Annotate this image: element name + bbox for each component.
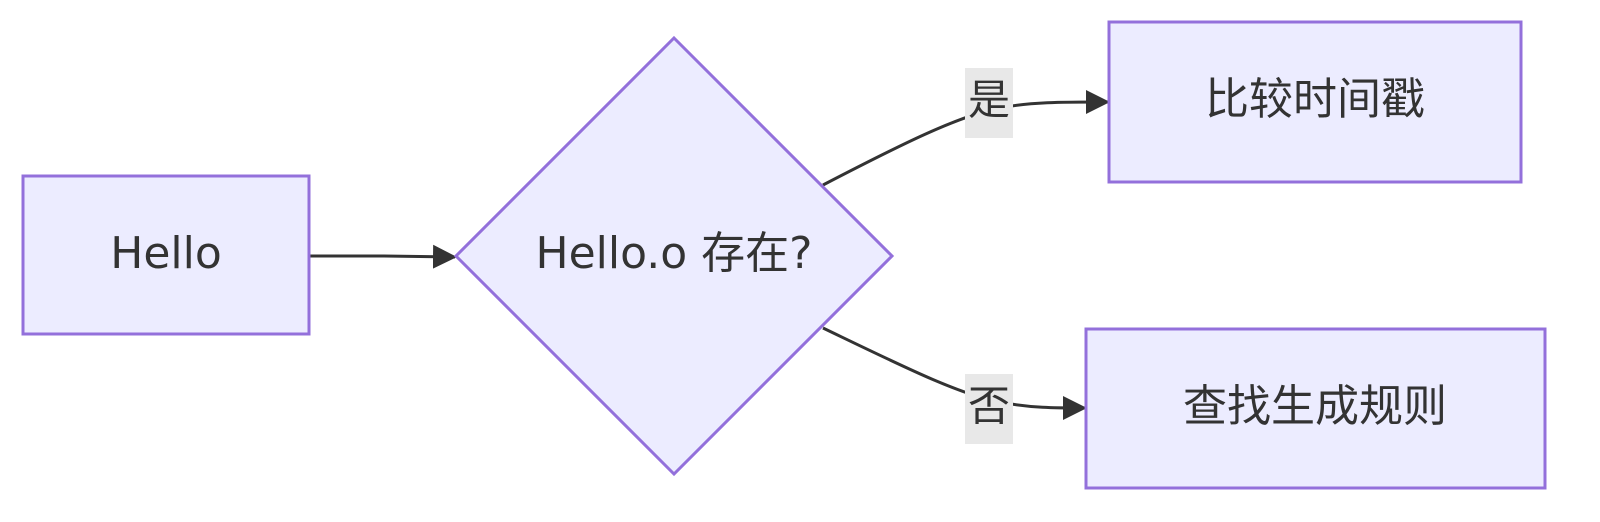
node-no-target-label: 查找生成规则 <box>1183 381 1447 432</box>
node-start[interactable]: Hello <box>21 174 311 336</box>
edge-start-to-decision <box>310 244 457 269</box>
node-start-label: Hello <box>110 228 222 279</box>
node-yes-target[interactable]: 比较时间戳 <box>1107 20 1523 184</box>
edge-decision-to-no <box>822 326 1087 420</box>
edge-label-no: 否 <box>965 374 1013 444</box>
edge-label-yes: 是 <box>965 68 1013 138</box>
node-no-target[interactable]: 查找生成规则 <box>1084 327 1547 490</box>
node-yes-target-label: 比较时间戳 <box>1205 74 1425 125</box>
edge-label-yes-text: 是 <box>968 76 1010 125</box>
node-decision-label: Hello.o 存在? <box>536 228 813 279</box>
edge-label-no-text: 否 <box>968 382 1010 431</box>
node-decision[interactable]: Hello.o 存在? <box>453 35 895 477</box>
